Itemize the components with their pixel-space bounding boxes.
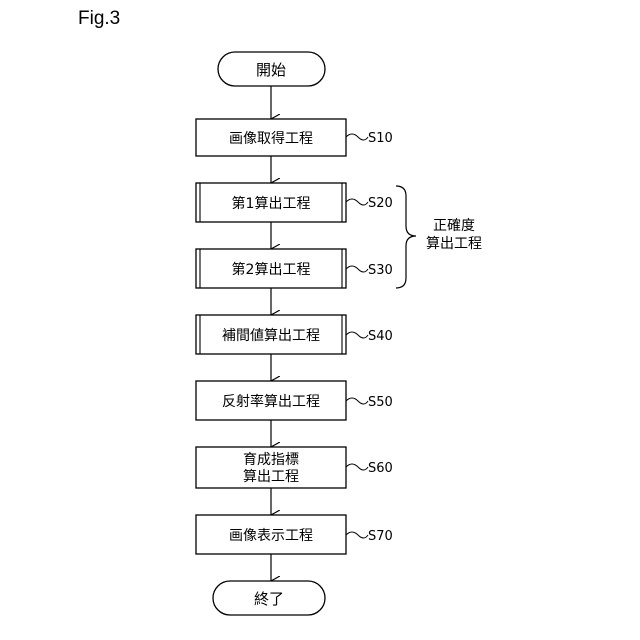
end-label: 終了 [254,590,284,608]
process-box-s50: 反射率算出工程 S50 [196,381,393,420]
s60-label-line2: 算出工程 [243,469,299,485]
s70-leader [346,532,368,538]
s10-leader [346,134,368,140]
start-terminator: 開始 [218,52,325,86]
process-box-s20: 第1算出工程 S20 [196,183,393,222]
s50-step: S50 [368,395,393,410]
s70-label: 画像表示工程 [229,528,313,544]
s50-label: 反射率算出工程 [222,393,320,410]
s60-label-line1: 育成指標 [243,452,299,468]
group-label-line1: 正確度 [433,218,475,234]
s40-label: 補間値算出工程 [222,328,320,344]
process-box-s30: 第2算出工程 S30 [196,249,393,288]
s20-label: 第1算出工程 [232,195,311,212]
s10-label: 画像取得工程 [229,130,313,147]
s70-step: S70 [368,529,393,544]
s40-leader [346,332,368,338]
start-label: 開始 [256,61,286,79]
end-terminator: 終了 [213,581,325,615]
s60-step: S60 [368,461,393,476]
process-box-s10: 画像取得工程 S10 [196,119,393,156]
s60-leader [346,464,368,470]
s30-label: 第2算出工程 [232,261,311,278]
group-label-line2: 算出工程 [426,236,482,252]
s30-step: S30 [368,263,393,278]
s40-step: S40 [368,329,393,344]
process-box-s60: 育成指標 算出工程 S60 [196,447,393,488]
group-brace: 正確度 算出工程 [396,186,482,288]
s30-leader [346,266,368,272]
s50-leader [346,398,368,404]
s20-step: S20 [368,196,393,211]
s10-step: S10 [368,131,393,146]
process-box-s40: 補間値算出工程 S40 [196,315,393,354]
s20-leader [346,199,368,205]
process-box-s70: 画像表示工程 S70 [196,515,393,554]
